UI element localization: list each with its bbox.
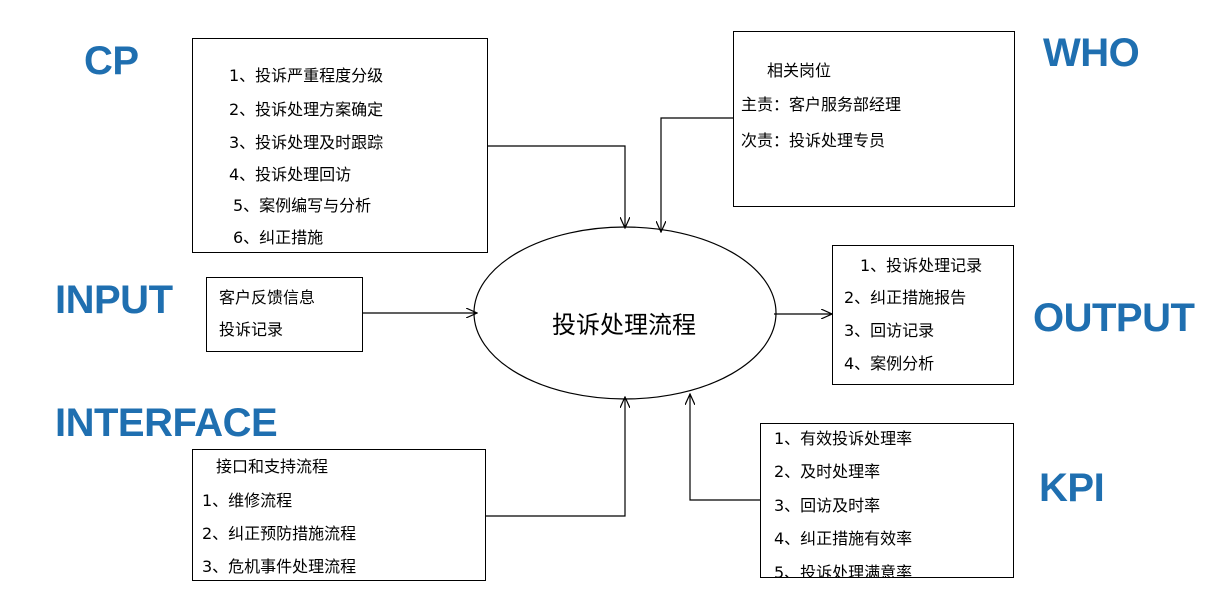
who-item-1: 主责：客户服务部经理 — [741, 95, 902, 114]
cp-item-5: 5、案例编写与分析 — [233, 196, 372, 215]
cp-box: 1、投诉严重程度分级 2、投诉处理方案确定 3、投诉处理及时跟踪 4、投诉处理回… — [192, 38, 488, 253]
kpi-item-1: 1、有效投诉处理率 — [774, 429, 913, 448]
interface-item-3: 3、危机事件处理流程 — [202, 557, 357, 576]
kpi-item-4: 4、纠正措施有效率 — [774, 529, 913, 548]
input-item-2: 投诉记录 — [219, 320, 284, 339]
interface-box: 接口和支持流程 1、维修流程 2、纠正预防措施流程 3、危机事件处理流程 — [192, 449, 486, 581]
who-item-2: 次责：投诉处理专员 — [741, 131, 886, 150]
cp-item-3: 3、投诉处理及时跟踪 — [229, 133, 384, 152]
output-item-3: 3、回访记录 — [844, 321, 935, 340]
output-box: 1、投诉处理记录 2、纠正措施报告 3、回访记录 4、案例分析 — [832, 245, 1014, 385]
cp-item-6: 6、纠正措施 — [233, 228, 324, 247]
heading-interface: INTERFACE — [55, 401, 278, 445]
input-box: 客户反馈信息 投诉记录 — [206, 277, 363, 352]
interface-item-1: 1、维修流程 — [202, 491, 293, 510]
input-item-1: 客户反馈信息 — [219, 288, 316, 307]
arrow-who-to-process — [661, 117, 733, 232]
arrow-cp-to-process — [488, 145, 625, 228]
heading-output: OUTPUT — [1033, 296, 1195, 340]
interface-title: 接口和支持流程 — [216, 457, 329, 476]
output-item-1: 1、投诉处理记录 — [860, 256, 983, 275]
arrow-kpi-to-process — [690, 394, 760, 501]
heading-cp: CP — [84, 39, 139, 83]
who-title: 相关岗位 — [767, 61, 832, 80]
center-process-label: 投诉处理流程 — [552, 311, 696, 339]
output-item-4: 4、案例分析 — [844, 354, 935, 373]
cp-item-2: 2、投诉处理方案确定 — [229, 100, 384, 119]
interface-item-2: 2、纠正预防措施流程 — [202, 524, 357, 543]
arrow-interface-to-process — [486, 397, 625, 517]
kpi-item-5: 5、投诉处理满意率 — [774, 563, 913, 578]
kpi-box: 1、有效投诉处理率 2、及时处理率 3、回访及时率 4、纠正措施有效率 5、投诉… — [760, 423, 1014, 578]
output-item-2: 2、纠正措施报告 — [844, 288, 967, 307]
heading-kpi: KPI — [1039, 466, 1105, 510]
who-box: 相关岗位 主责：客户服务部经理 次责：投诉处理专员 — [733, 31, 1015, 207]
cp-item-1: 1、投诉严重程度分级 — [229, 66, 384, 85]
kpi-item-3: 3、回访及时率 — [774, 496, 881, 515]
kpi-item-2: 2、及时处理率 — [774, 462, 881, 481]
heading-who: WHO — [1043, 31, 1140, 75]
heading-input: INPUT — [55, 278, 173, 322]
cp-item-4: 4、投诉处理回访 — [229, 165, 352, 184]
